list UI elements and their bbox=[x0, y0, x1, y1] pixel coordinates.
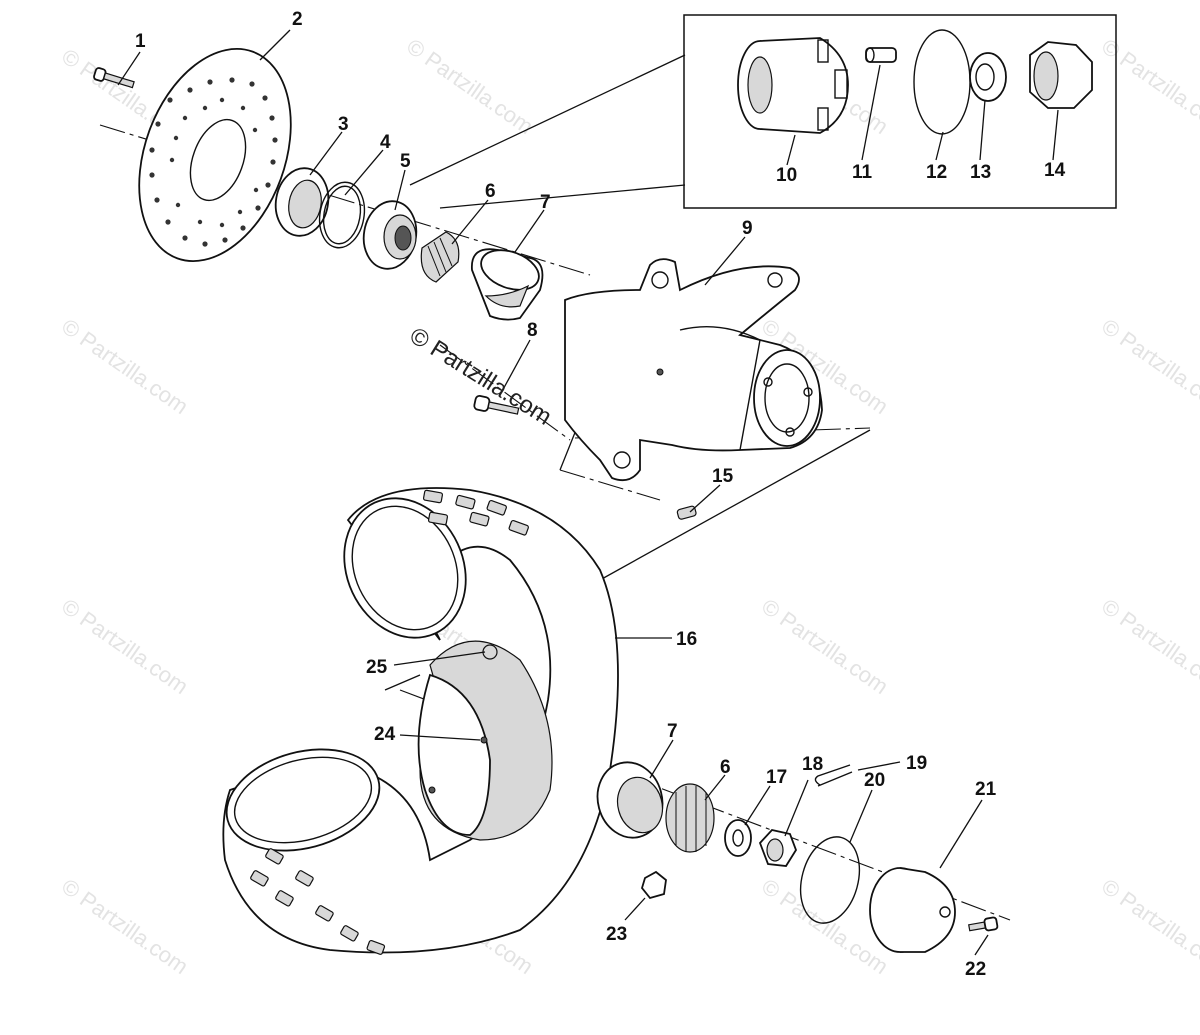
part-race-7-upper bbox=[471, 248, 544, 321]
watermark: © Partzilla.com bbox=[57, 314, 193, 420]
watermark: © Partzilla.com bbox=[1097, 34, 1200, 140]
detail-inset-box bbox=[683, 14, 1117, 209]
callout-7: 7 bbox=[540, 192, 551, 213]
part-brake-disc-2 bbox=[138, 47, 292, 263]
watermark: © Partzilla.com bbox=[1097, 314, 1200, 420]
callout-8: 8 bbox=[527, 320, 538, 341]
part-bearing-6-upper bbox=[420, 231, 460, 283]
part-cotter-pin-19 bbox=[814, 764, 853, 787]
callout-16: 16 bbox=[676, 629, 697, 650]
part-tire-16 bbox=[222, 487, 619, 955]
callout-6: 6 bbox=[485, 181, 496, 202]
watermark: © Partzilla.com bbox=[402, 34, 538, 140]
part-oring-12 bbox=[913, 29, 971, 135]
callout-1: 1 bbox=[135, 31, 146, 52]
callout-9: 9 bbox=[742, 218, 753, 239]
callout-10: 10 bbox=[776, 165, 797, 186]
part-bolt-1 bbox=[93, 67, 135, 89]
part-screw-8 bbox=[473, 394, 520, 415]
callout-19: 19 bbox=[906, 753, 927, 774]
callout-14: 14 bbox=[1044, 160, 1066, 181]
part-oring-20 bbox=[799, 836, 861, 924]
part-seal-3 bbox=[274, 167, 330, 237]
watermark: © Partzilla.com bbox=[57, 594, 193, 700]
watermark: © Partzilla.com bbox=[757, 594, 893, 700]
part-ring-4 bbox=[318, 181, 366, 249]
callout-17: 17 bbox=[766, 767, 787, 788]
callout-15: 15 bbox=[712, 466, 734, 487]
part-pin-11 bbox=[865, 47, 897, 63]
callout-20: 20 bbox=[864, 770, 885, 791]
callout-24: 24 bbox=[374, 724, 396, 745]
leader-lines bbox=[117, 29, 1059, 956]
callout-23: 23 bbox=[606, 924, 627, 945]
part-race-7-lower bbox=[596, 761, 664, 839]
part-nut-14 bbox=[1029, 41, 1093, 109]
part-valve-25 bbox=[482, 644, 498, 660]
part-stud-15 bbox=[676, 505, 697, 520]
part-bearing-6-lower bbox=[665, 783, 715, 853]
watermark: © Partzilla.com bbox=[1097, 594, 1200, 700]
callout-5: 5 bbox=[400, 151, 411, 172]
callout-21: 21 bbox=[975, 779, 997, 800]
part-washer-17 bbox=[724, 819, 752, 857]
callout-2: 2 bbox=[292, 9, 303, 30]
part-rim-24 bbox=[417, 640, 553, 841]
part-nut-18 bbox=[758, 829, 797, 867]
callout-13: 13 bbox=[970, 162, 991, 183]
callout-18: 18 bbox=[802, 754, 823, 775]
callout-12: 12 bbox=[926, 162, 947, 183]
part-nut-23 bbox=[641, 870, 667, 900]
watermark: © Partzilla.com bbox=[1097, 874, 1200, 980]
watermark: © Partzilla.com bbox=[57, 874, 193, 980]
part-hub-9 bbox=[564, 258, 823, 482]
callout-4: 4 bbox=[380, 132, 391, 153]
callout-25: 25 bbox=[366, 657, 388, 678]
part-collar-5 bbox=[362, 200, 418, 270]
part-washer-13 bbox=[969, 52, 1007, 102]
part-screw-22 bbox=[968, 916, 999, 932]
callout-labels: 1 2 3 4 5 6 7 8 9 10 11 12 13 14 15 16 7… bbox=[135, 9, 1066, 980]
callout-6-lower: 6 bbox=[720, 757, 731, 778]
callout-7-lower: 7 bbox=[667, 721, 678, 742]
callout-22: 22 bbox=[965, 959, 986, 980]
callout-3: 3 bbox=[338, 114, 349, 135]
part-hub-cap-21 bbox=[869, 867, 956, 953]
callout-11: 11 bbox=[852, 162, 873, 183]
part-castle-collar-10 bbox=[737, 37, 849, 134]
